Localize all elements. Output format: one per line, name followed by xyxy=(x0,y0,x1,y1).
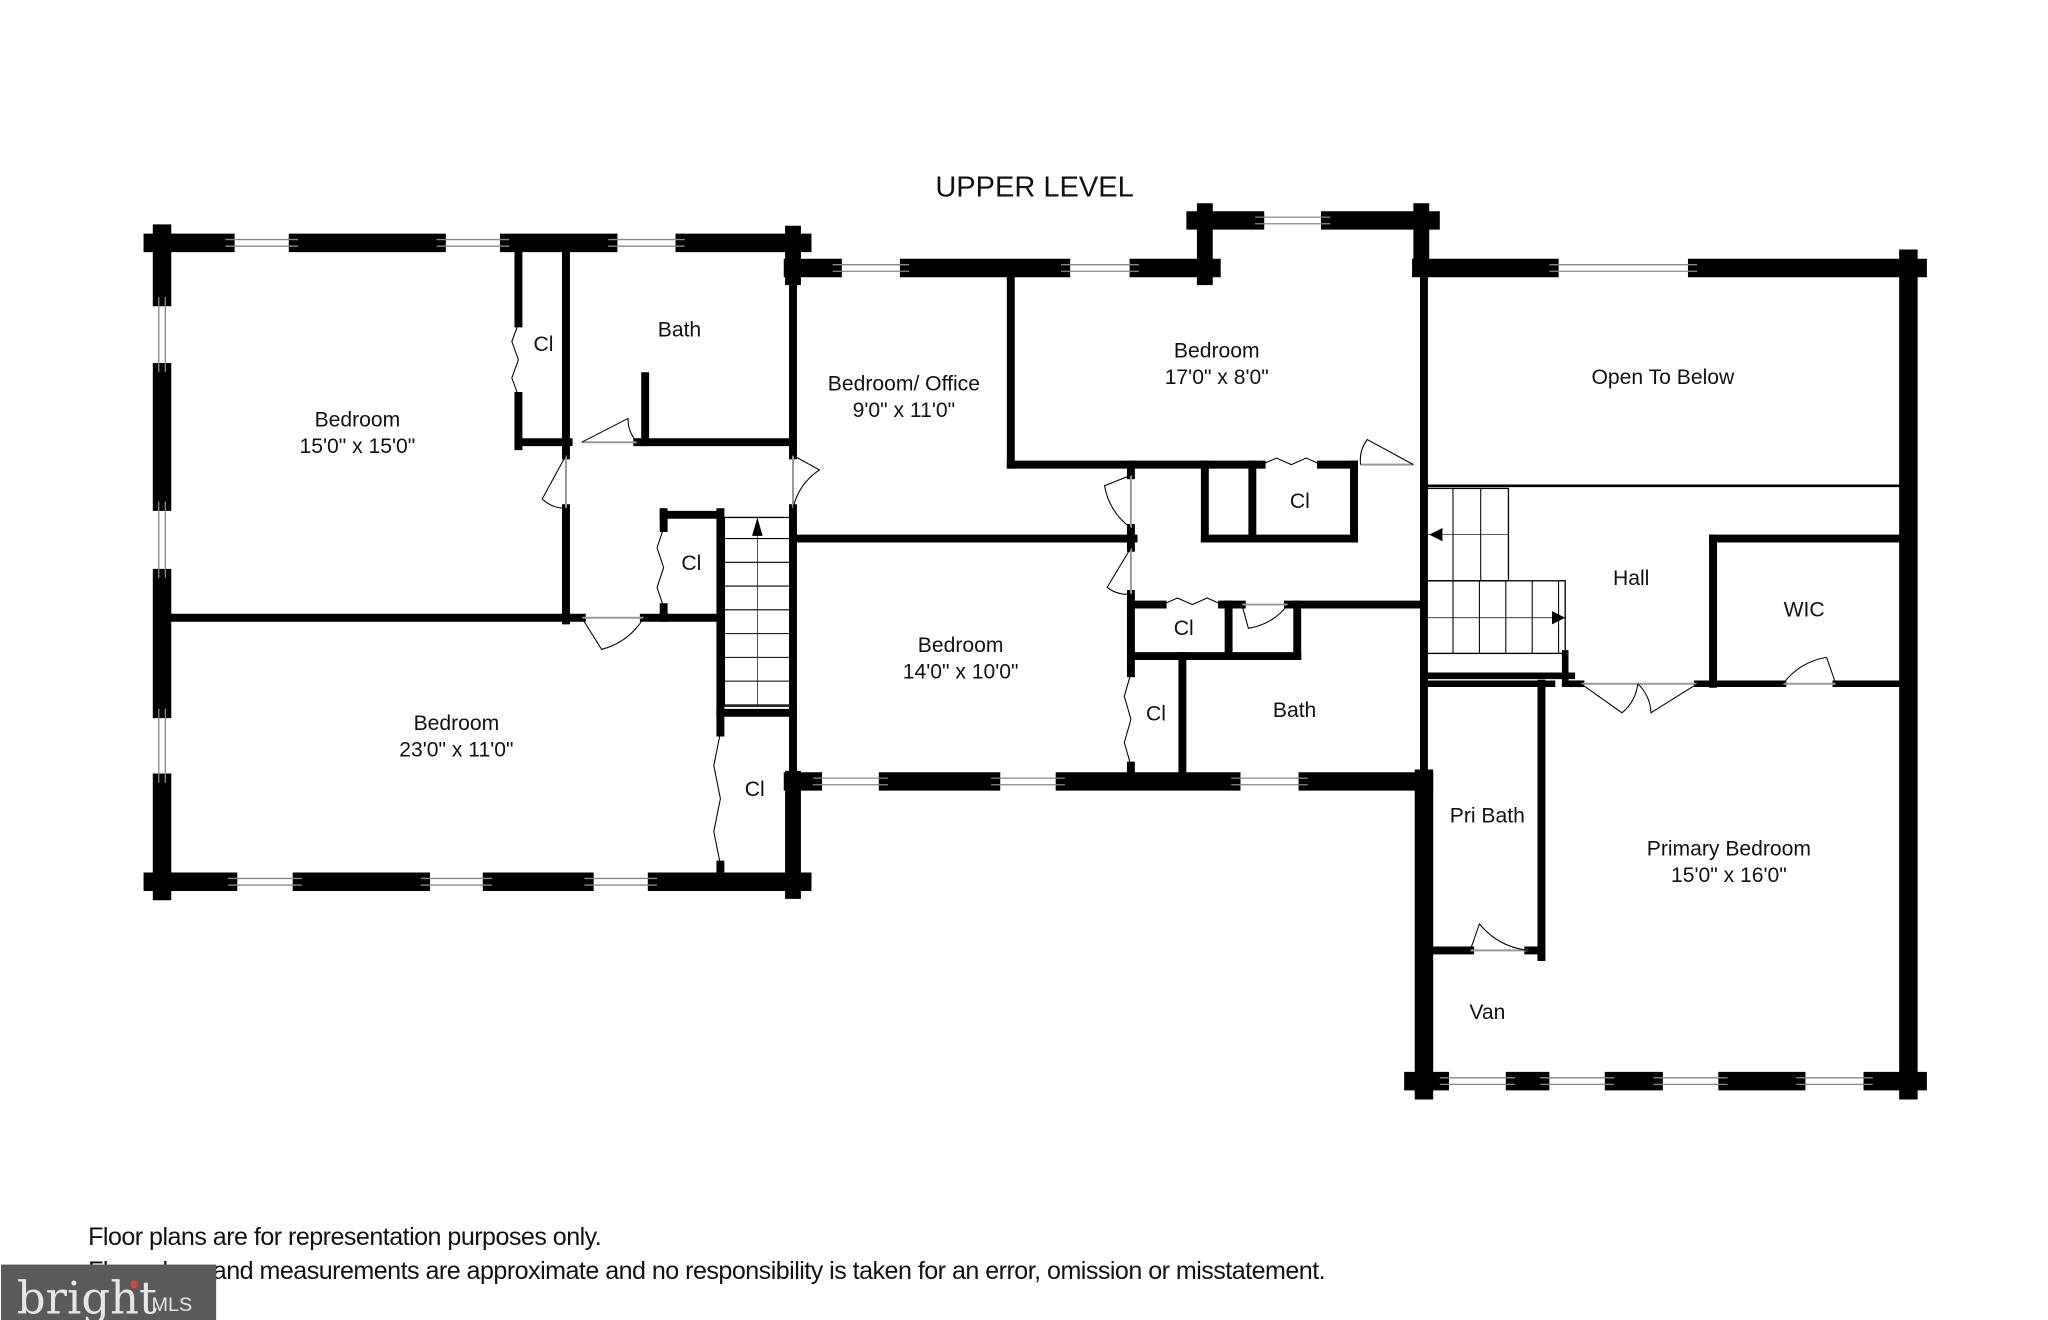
bifold-door xyxy=(1162,597,1223,606)
disclaimer-line-2: Floor plans and measurements are approxi… xyxy=(88,1257,1325,1285)
stair-outline xyxy=(1425,580,1566,655)
logo-suffix: MLS xyxy=(151,1294,192,1316)
room-size: 15'0" x 15'0" xyxy=(300,435,416,458)
doors xyxy=(511,323,1837,952)
door-swing xyxy=(541,455,567,509)
room-name: Primary Bedroom xyxy=(1647,837,1811,860)
bifold-door xyxy=(656,527,665,608)
room-name: Hall xyxy=(1613,567,1649,590)
logo-brand: bright xyxy=(17,1271,157,1320)
room-size: 9'0" x 11'0" xyxy=(853,399,955,422)
plan-title: UPPER LEVEL xyxy=(935,172,1133,204)
room-name: Bedroom xyxy=(315,408,401,431)
room-name: Pri Bath xyxy=(1450,804,1525,827)
bifold-door xyxy=(713,732,721,865)
disclaimer-line-1: Floor plans are for representation purpo… xyxy=(88,1223,601,1251)
stair-arrow-icon xyxy=(1429,528,1443,542)
stairs xyxy=(723,487,1566,707)
room-name: WIC xyxy=(1784,598,1825,621)
door-swing xyxy=(1469,922,1529,951)
door-swing xyxy=(1241,604,1289,629)
room-name: Bedroom xyxy=(414,712,500,735)
door-swing xyxy=(1103,474,1132,529)
room-size: 14'0" x 10'0" xyxy=(903,660,1019,683)
windows xyxy=(158,216,1873,1086)
stair-arrow-icon xyxy=(752,517,763,536)
room-name: Cl xyxy=(1146,703,1166,726)
walls xyxy=(143,203,1927,1100)
room-labels: Bedroom 15'0" x 15'0" Cl Bath Bedroom/ O… xyxy=(300,319,1825,1024)
room-name: Bedroom xyxy=(1174,340,1260,363)
door-swing xyxy=(1580,683,1639,714)
bright-mls-logo: bright MLS xyxy=(1,1264,217,1320)
door-swing xyxy=(1359,438,1414,466)
door-swing xyxy=(1637,683,1698,714)
room-size: 17'0" x 8'0" xyxy=(1165,366,1269,389)
room-name: Cl xyxy=(534,333,554,356)
room-name: Bath xyxy=(1273,699,1316,722)
door-swing xyxy=(1106,547,1132,595)
room-name: Cl xyxy=(745,778,765,801)
door-swing xyxy=(581,417,638,443)
room-name: Bath xyxy=(658,319,701,342)
door-swing xyxy=(581,617,645,651)
room-name: Cl xyxy=(681,552,701,575)
room-name: Cl xyxy=(1290,490,1310,513)
room-name: Cl xyxy=(1174,617,1194,640)
room-size: 15'0" x 16'0" xyxy=(1671,864,1787,887)
door-swing xyxy=(792,454,821,509)
room-name: Bedroom/ Office xyxy=(828,373,980,396)
door-swing xyxy=(1782,656,1837,685)
stair-arrow-icon xyxy=(1552,611,1566,625)
room-name: Open To Below xyxy=(1591,366,1735,389)
bifold-door xyxy=(1123,673,1132,766)
room-size: 23'0" x 11'0" xyxy=(399,738,513,761)
room-name: Bedroom xyxy=(918,634,1004,657)
room-name: Van xyxy=(1469,1001,1505,1024)
bifold-door xyxy=(1261,457,1322,466)
bifold-door xyxy=(511,323,520,397)
